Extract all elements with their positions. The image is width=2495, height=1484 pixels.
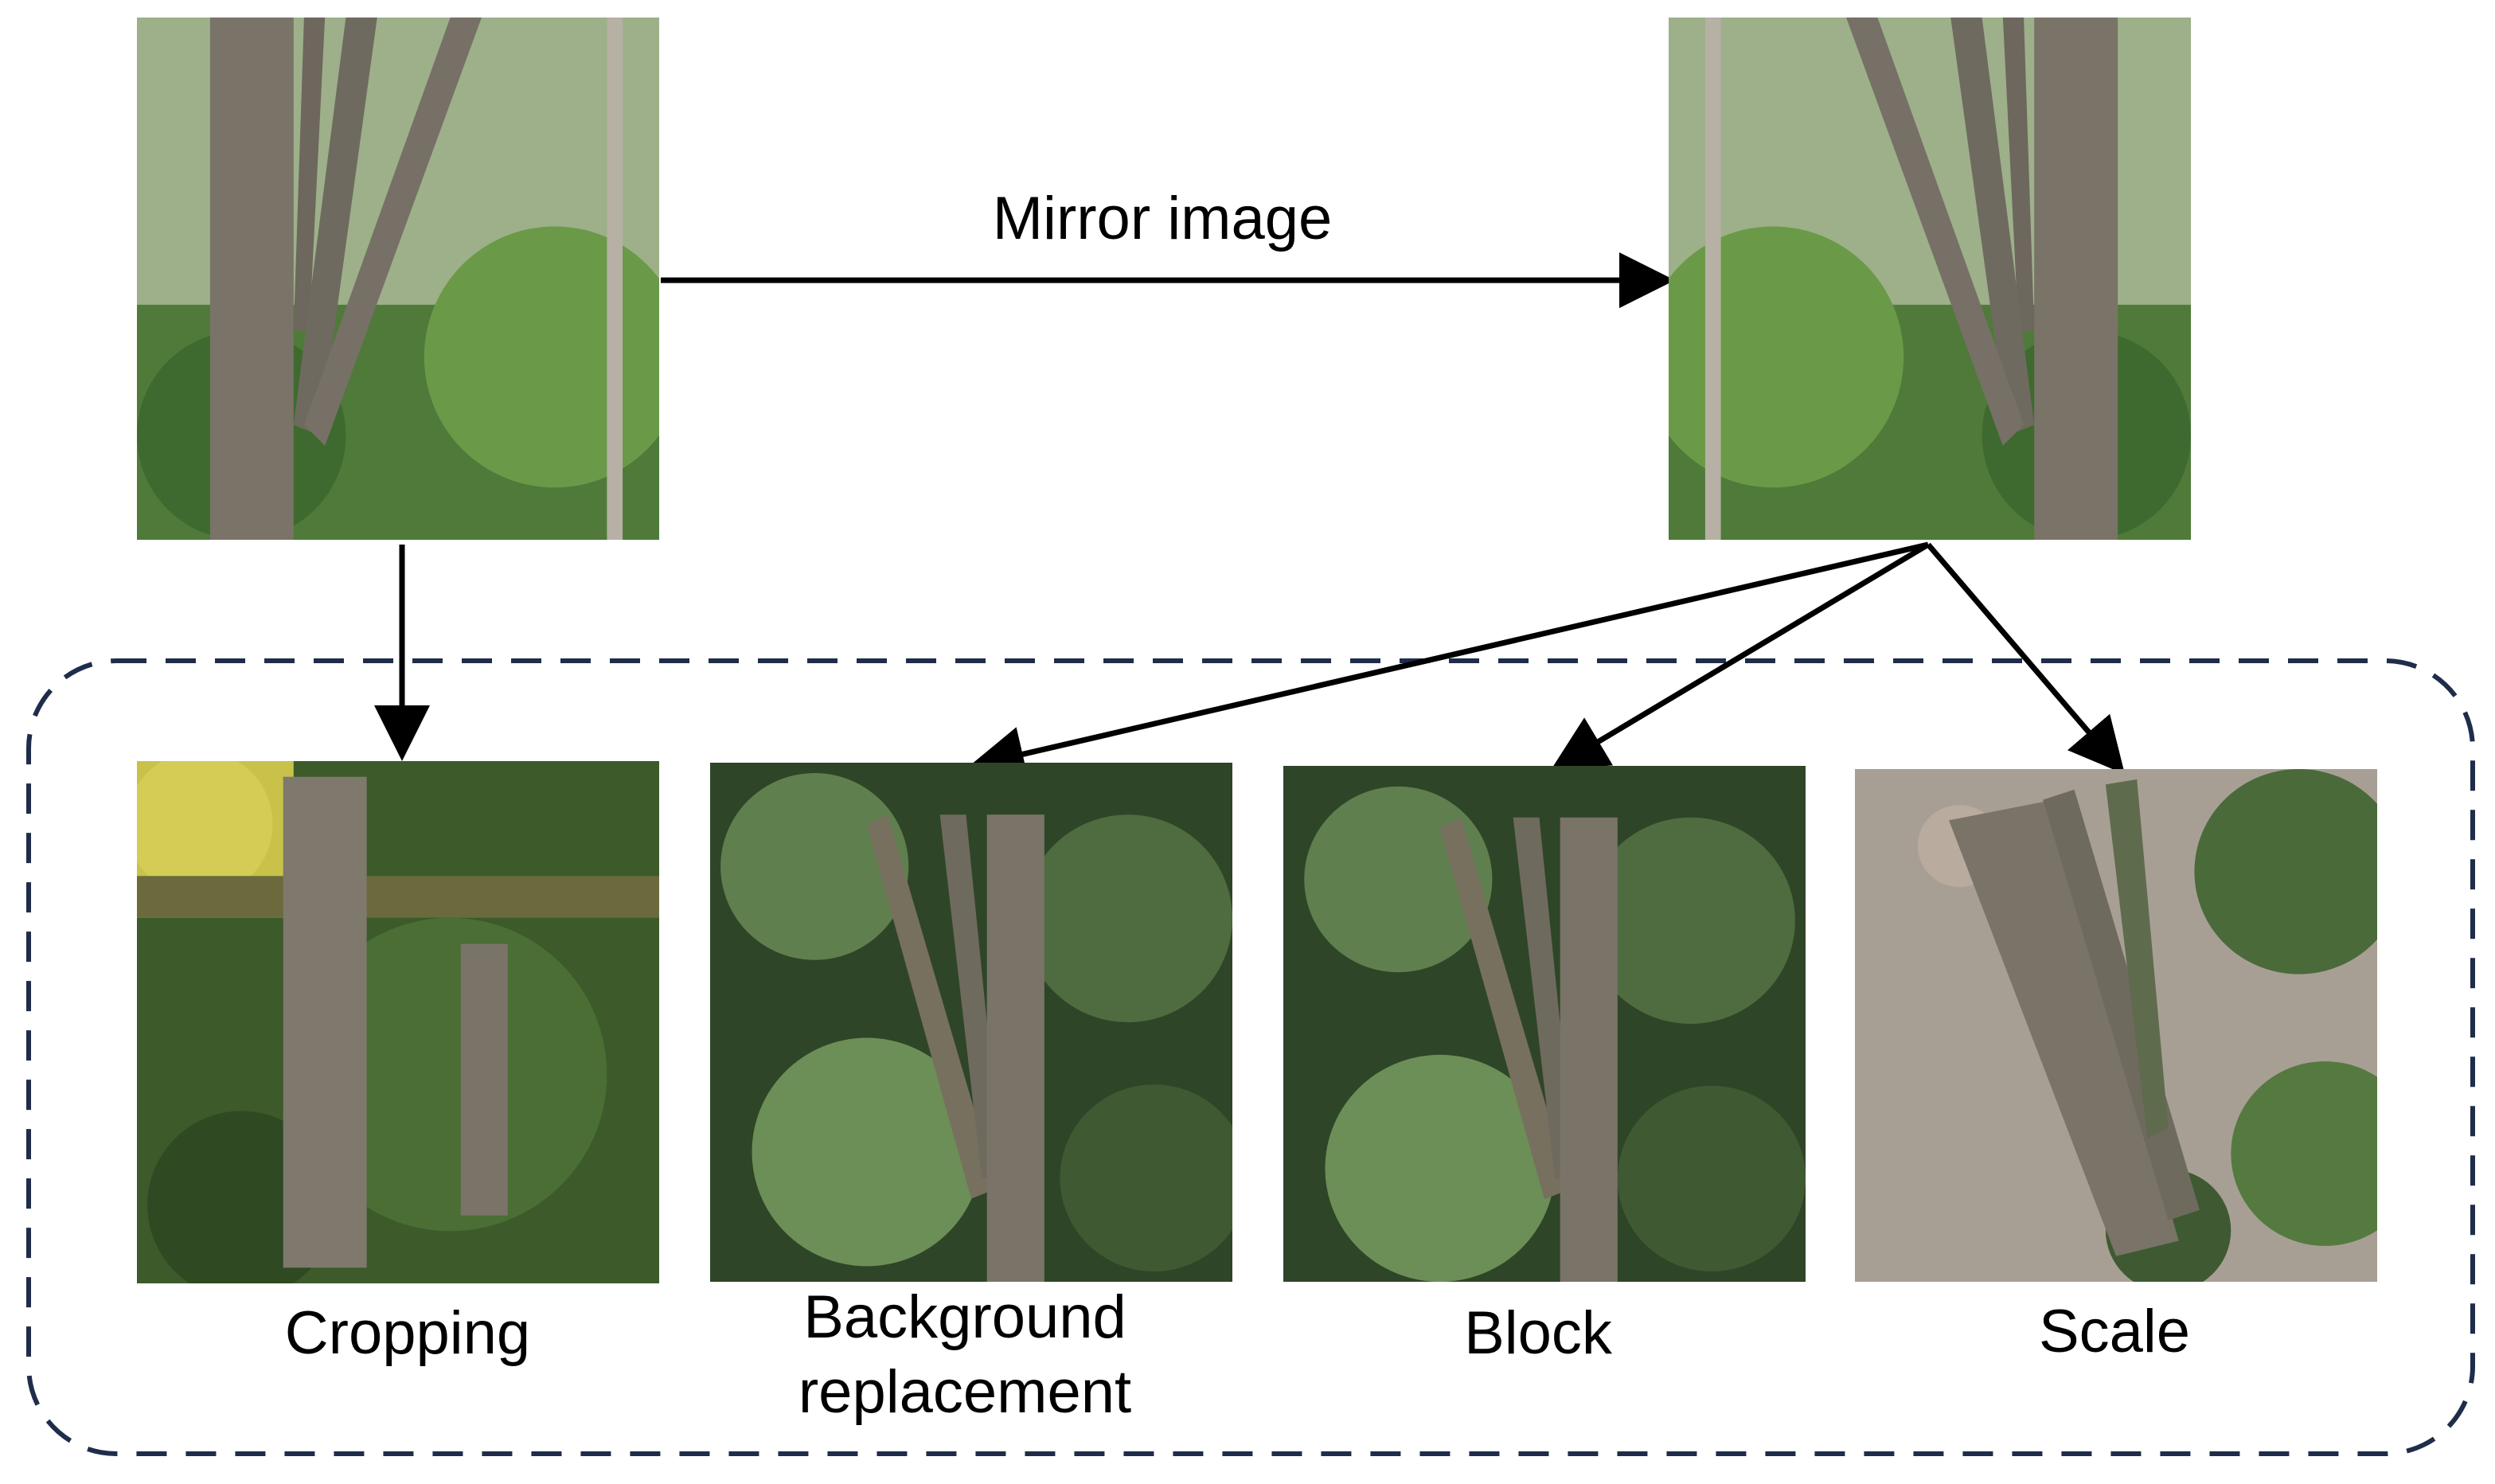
mirror-image-label: Mirror image [992, 185, 1333, 252]
block-label: Block [1464, 1299, 1612, 1367]
background-label-line2: replacement [798, 1358, 1132, 1426]
original-photo [137, 18, 659, 540]
block-arrow [1550, 541, 1930, 771]
scale-arrow [1926, 542, 2126, 775]
scale-photo [1855, 769, 2377, 1282]
cropping-photo [137, 761, 659, 1283]
background-replacement-label: Background replacement [710, 1280, 1220, 1430]
mirrored-photo [1669, 18, 2191, 540]
scale-label: Scale [2038, 1298, 2191, 1365]
background-replacement-photo [710, 763, 1232, 1282]
background-label-line1: Background [803, 1283, 1126, 1351]
augmentation-group-border [26, 658, 2475, 1456]
background-arrow [968, 541, 1929, 782]
block-photo [1283, 766, 1806, 1282]
cropping-label: Cropping [284, 1299, 531, 1367]
